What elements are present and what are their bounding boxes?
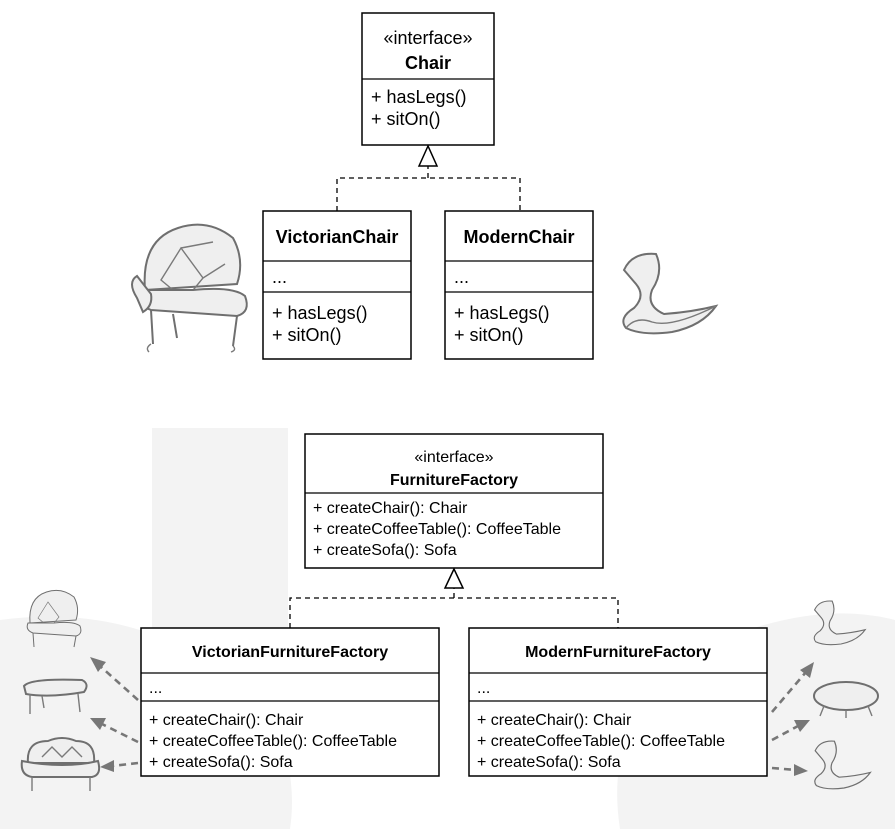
victorian-chair-method: + sitOn(): [272, 325, 342, 345]
modern-factory-method: + createCoffeeTable(): CoffeeTable: [477, 733, 725, 750]
furniture-factory-interface-box: «interface» FurnitureFactory + createCha…: [304, 433, 604, 569]
chair-name: Chair: [405, 53, 451, 73]
chair-stereotype: «interface»: [383, 28, 472, 48]
modern-product-arrows: [771, 662, 814, 776]
victorian-factory-method: + createSofa(): Sofa: [149, 754, 293, 771]
modern-chair-icon: [813, 600, 867, 646]
victorian-furniture-factory-box: VictorianFurnitureFactory ... + createCh…: [140, 627, 440, 777]
factory-method: + createChair(): Chair: [313, 500, 468, 517]
factory-method: + createSofa(): Sofa: [313, 542, 457, 559]
victorian-factory-method: + createCoffeeTable(): CoffeeTable: [149, 733, 397, 750]
victorian-factory-fields: ...: [149, 680, 162, 697]
chair-method: + hasLegs(): [371, 87, 467, 107]
victorian-chair-box: VictorianChair ... + hasLegs() + sitOn(): [262, 210, 412, 360]
victorian-sofa-icon: [20, 737, 101, 791]
modern-factory-method: + createSofa(): Sofa: [477, 754, 621, 771]
victorian-product-arrows: [90, 657, 139, 772]
factory-realization-arrows: [289, 567, 619, 628]
modern-factory-fields: ...: [477, 680, 490, 697]
factory-method: + createCoffeeTable(): CoffeeTable: [313, 521, 561, 538]
modern-chair-method: + hasLegs(): [454, 303, 550, 323]
modern-furniture-factory-box: ModernFurnitureFactory ... + createChair…: [468, 627, 768, 777]
modern-factory-name: ModernFurnitureFactory: [525, 644, 711, 661]
modern-chair-icon: [622, 252, 719, 335]
modern-chair-fields: ...: [454, 267, 469, 287]
factory-stereotype: «interface»: [414, 449, 493, 466]
victorian-armchair-icon: [26, 589, 82, 648]
modern-coffee-table-icon: [813, 681, 879, 718]
modern-chair-method: + sitOn(): [454, 325, 524, 345]
victorian-factory-name: VictorianFurnitureFactory: [192, 644, 388, 661]
modern-chair-name: ModernChair: [463, 227, 574, 247]
factory-name: FurnitureFactory: [390, 472, 518, 489]
chair-realization-arrows: [336, 144, 521, 211]
chair-interface-box: «interface» Chair + hasLegs() + sitOn(): [361, 12, 495, 146]
victorian-factory-method: + createChair(): Chair: [149, 712, 304, 729]
victorian-coffee-table-icon: [22, 678, 88, 714]
victorian-chair-method: + hasLegs(): [272, 303, 368, 323]
victorian-chair-name: VictorianChair: [276, 227, 399, 247]
modern-chair-box: ModernChair ... + hasLegs() + sitOn(): [444, 210, 594, 360]
modern-factory-method: + createChair(): Chair: [477, 712, 632, 729]
chair-method: + sitOn(): [371, 109, 441, 129]
victorian-chair-fields: ...: [272, 267, 287, 287]
victorian-armchair-icon: [131, 223, 248, 353]
modern-sofa-icon: [814, 740, 872, 790]
